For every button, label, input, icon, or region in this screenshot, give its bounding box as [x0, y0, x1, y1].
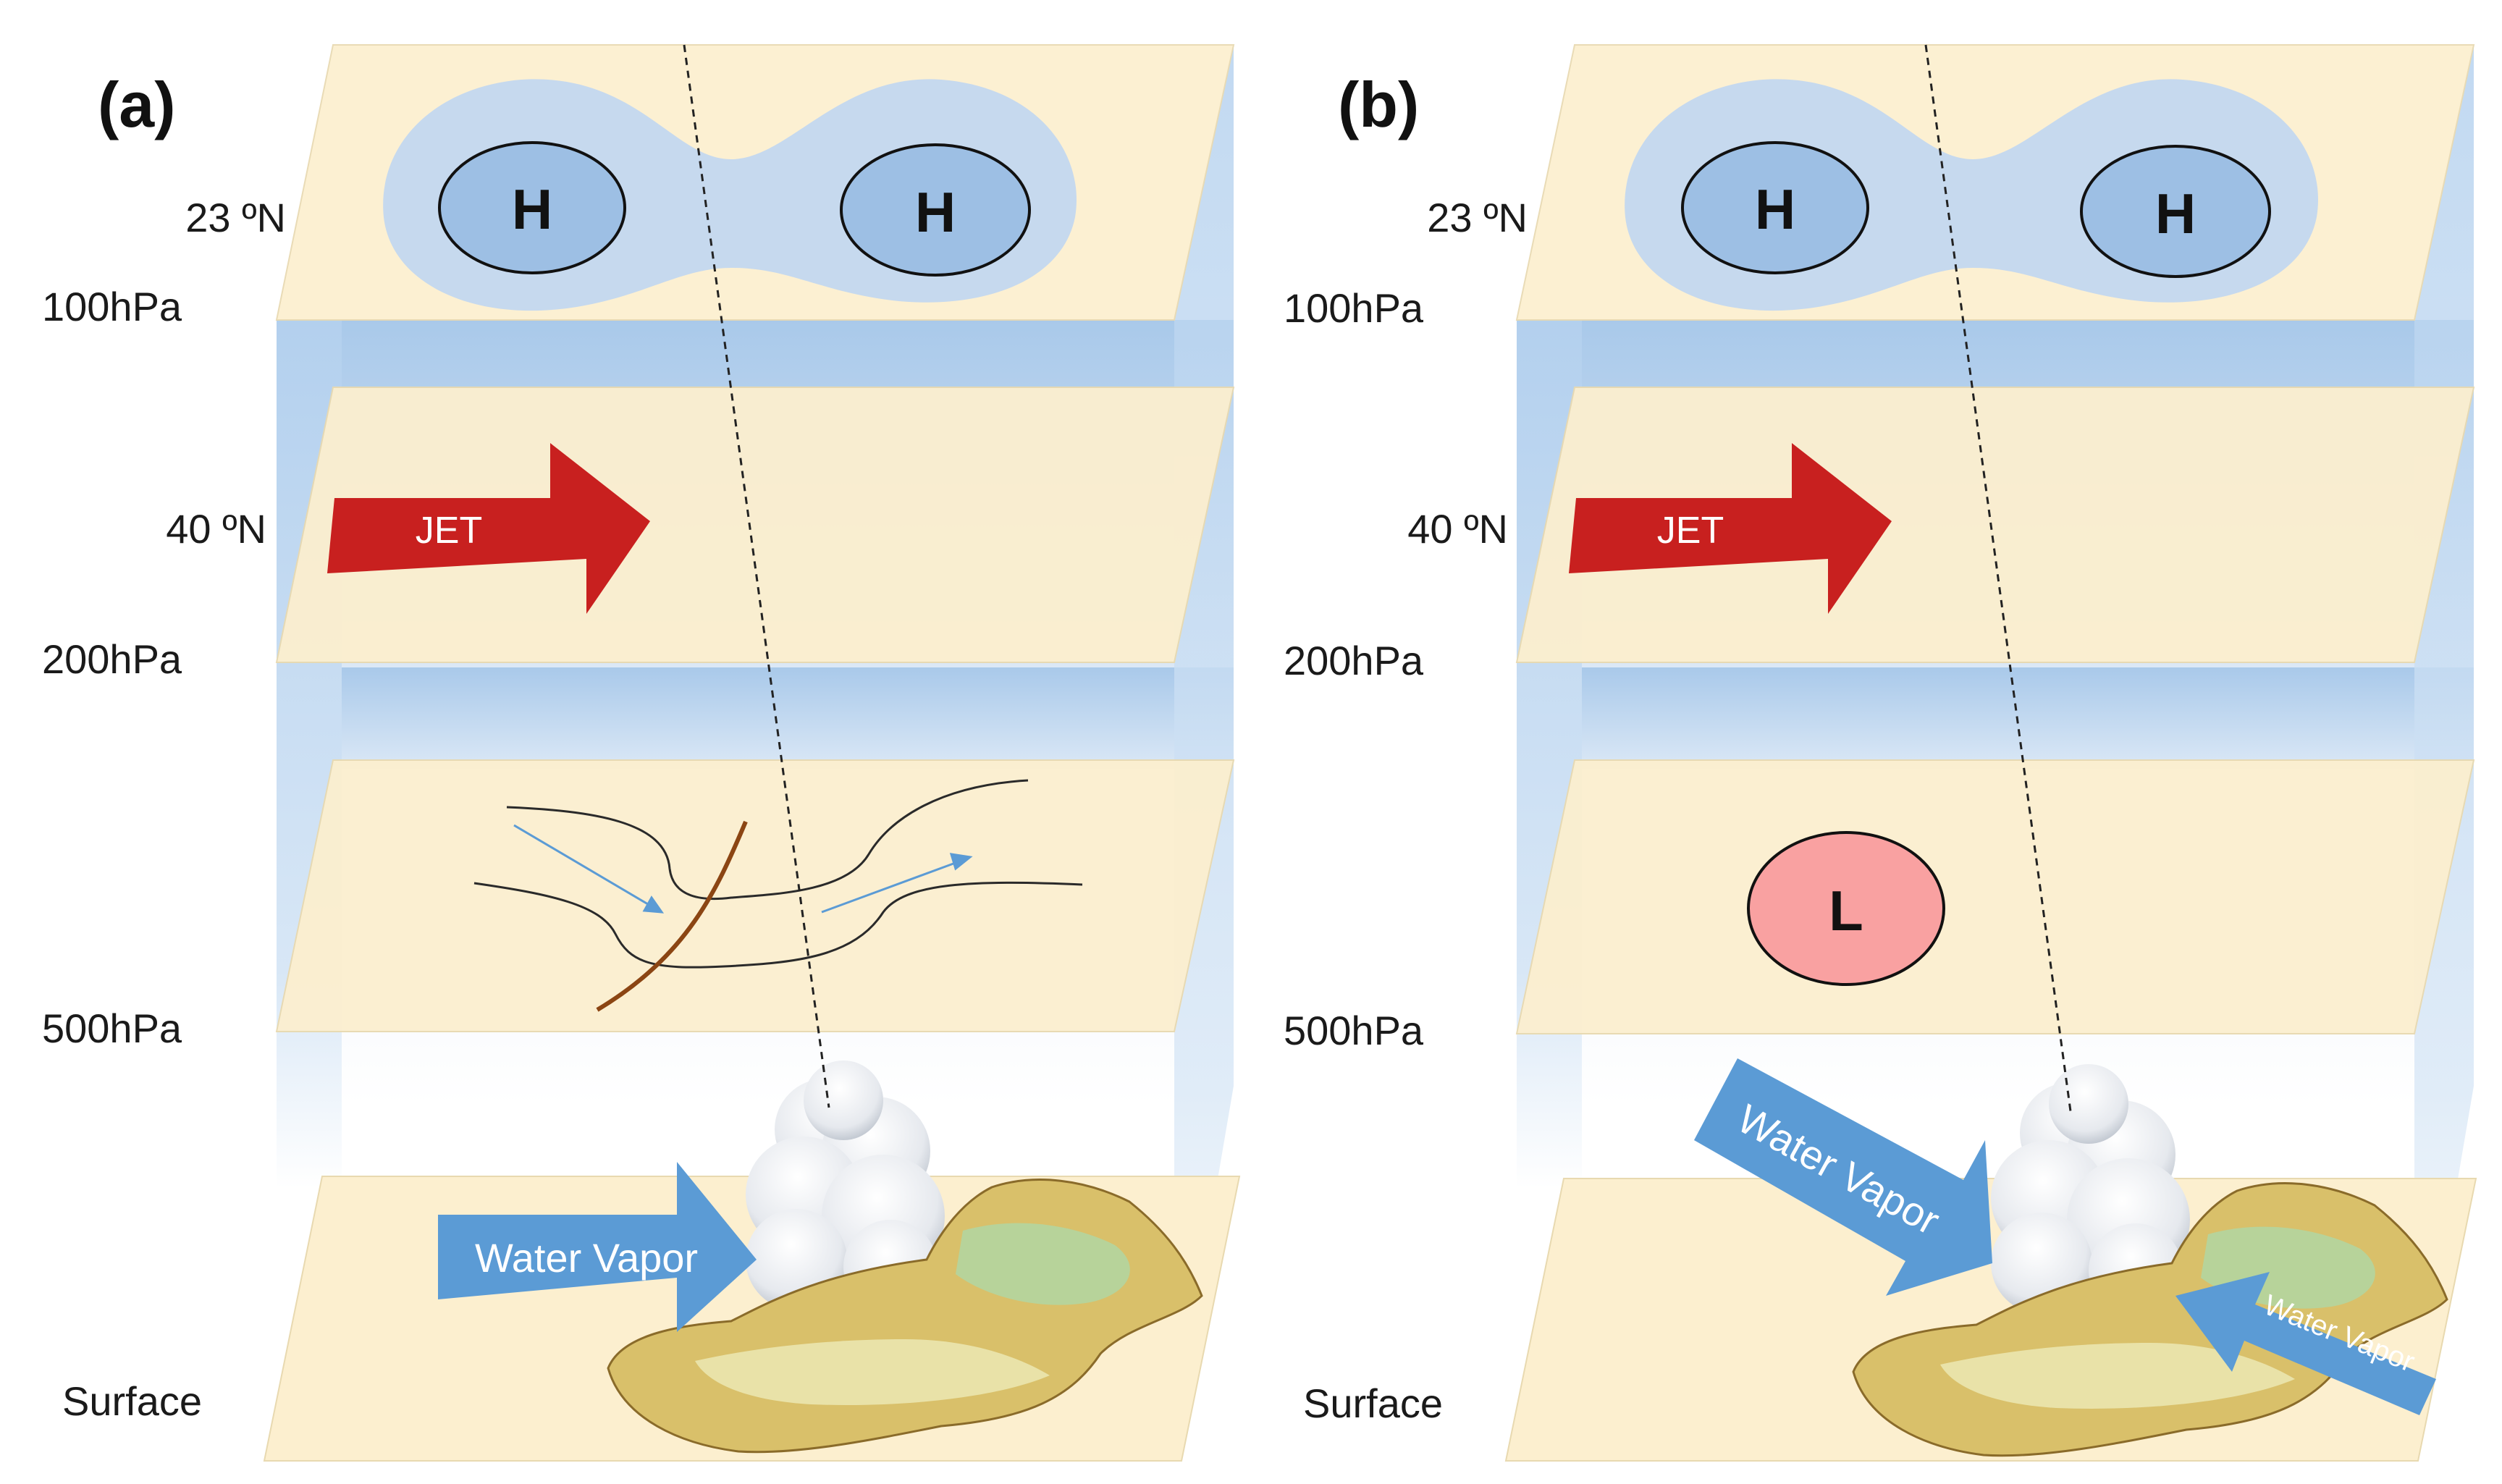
water-vapor-arrow [438, 1162, 757, 1332]
high-letter-west: H [1755, 177, 1795, 241]
high-center-east [840, 143, 1031, 277]
latitude-upper-label: 23 ºN [1427, 195, 1528, 240]
jet-label: JET [416, 510, 482, 552]
flow-arrows [513, 824, 973, 914]
jet-arrow [1569, 443, 1892, 614]
low-letter: L [1829, 879, 1863, 943]
terrain-green-zone [956, 1223, 1130, 1305]
water-vapor-label: Water Vapor [475, 1235, 698, 1281]
atmosphere-band-200-500 [277, 667, 1234, 769]
high-center-west [1681, 141, 1869, 274]
terrain-basin [1940, 1343, 2295, 1409]
panel-label-b: (b) [1338, 69, 1419, 140]
level-500hpa-label: 500hPa [42, 1006, 182, 1051]
level-200hpa-label: 200hPa [1284, 638, 1424, 683]
water-vapor-arrow-east [2175, 1272, 2436, 1415]
convective-cloud [1991, 1064, 2190, 1336]
latitude-middle-label: 40 ºN [166, 506, 266, 552]
high-center-east [2080, 145, 2271, 278]
high-center-west [438, 141, 626, 274]
high-letter-east: H [915, 180, 956, 244]
level-surface-label: Surface [62, 1378, 202, 1424]
trough-axis [596, 820, 748, 1012]
panel-b: H H JET L Water Va [1284, 44, 2477, 1462]
jet-label: JET [1657, 510, 1724, 552]
latitude-middle-label: 40 ºN [1407, 506, 1508, 552]
high-letter-east: H [2155, 182, 2196, 245]
vertical-axis-line [1924, 44, 2072, 1112]
plane-500hpa [1515, 759, 2475, 1034]
panel-label-a: (a) [98, 69, 176, 140]
high-letter-west: H [512, 177, 552, 241]
level-100hpa-label: 100hPa [42, 284, 182, 329]
level-surface-label: Surface [1303, 1380, 1443, 1426]
trough-contours [473, 779, 1083, 969]
atmosphere-band-200-500 [1517, 667, 2474, 769]
terrain-basin [695, 1339, 1050, 1405]
level-100hpa-label: 100hPa [1284, 285, 1424, 331]
plane-200hpa [275, 387, 1235, 663]
jet-arrow [327, 443, 650, 614]
water-vapor-arrow-west [1694, 1058, 1992, 1296]
level-200hpa-label: 200hPa [42, 636, 182, 682]
low-pressure-center [1747, 831, 1945, 986]
panel-a: H H JET [42, 44, 1241, 1462]
plane-200hpa [1515, 387, 2475, 663]
level-500hpa-label: 500hPa [1284, 1008, 1424, 1053]
latitude-upper-label: 23 ºN [185, 195, 286, 240]
vertical-axis-line [683, 44, 830, 1108]
